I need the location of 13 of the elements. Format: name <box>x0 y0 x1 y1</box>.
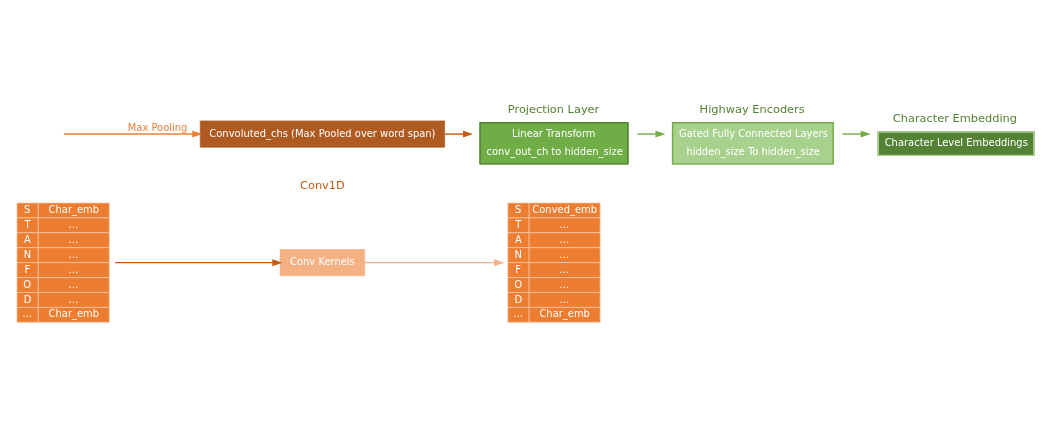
arrow <box>636 130 666 138</box>
edge-label: Max Pooling <box>127 122 188 134</box>
label: Conv1D <box>300 177 345 192</box>
arrow <box>841 130 871 138</box>
node-label: Character Embedding <box>892 110 1017 125</box>
node-box: Convoluted_chs (Max Pooled over word span) <box>199 120 445 148</box>
node-label: Highway Encoders <box>699 101 805 116</box>
arrow <box>443 130 473 138</box>
node-label: Projection Layer <box>507 101 600 116</box>
arrow <box>364 259 505 267</box>
node-box: Conv Kernels <box>279 249 366 277</box>
arrow <box>114 259 283 267</box>
arrow <box>63 130 203 138</box>
